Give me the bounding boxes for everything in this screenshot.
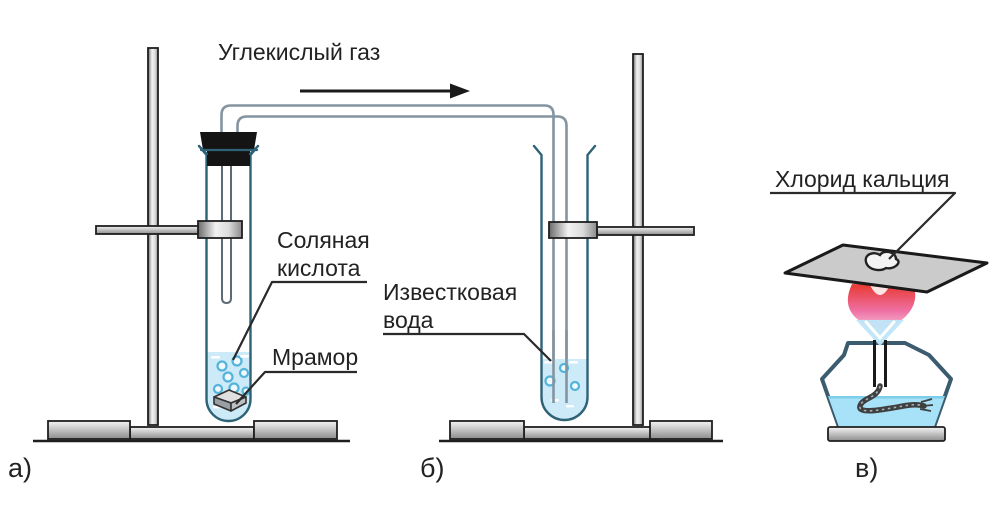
limewater-leader-line [383, 332, 552, 362]
acid-label-line1: Соляная [277, 227, 370, 253]
stand-a-rod [147, 47, 159, 426]
stand-a-clamp [95, 220, 243, 239]
delivery-tube-outer-wall [220, 104, 555, 403]
test-tube-b-group [532, 144, 597, 422]
gas-delivery-tube [220, 104, 568, 403]
flame-white-v [864, 320, 896, 341]
calcium-chloride-label: Хлорид кальция [775, 166, 950, 192]
stand-b-base-left-foot [449, 420, 525, 440]
part-b-label: б) [420, 453, 444, 483]
test-tube-b [532, 144, 597, 422]
flame [847, 284, 916, 346]
flame-body [847, 284, 916, 343]
wick-frayed-end [919, 398, 934, 412]
limewater-label-line1: Известковая [383, 279, 517, 305]
stand-b-base [439, 420, 723, 443]
acid-label-line2: кислота [277, 255, 361, 281]
part-a-label: а) [8, 453, 32, 483]
delivery-tube-in-liquid [552, 330, 568, 403]
stand-b-clamp-holder [548, 221, 598, 239]
lamp-wick-texture [859, 385, 925, 412]
inner-glass-tube [221, 166, 232, 305]
acid-leader-line [232, 280, 367, 361]
stand-a-base-left-foot [47, 420, 131, 440]
stand-b-clamp [548, 221, 695, 239]
calcium-chloride-leader-line [770, 191, 957, 260]
stand-b-rod [632, 53, 644, 426]
stand-a-base-right-foot [253, 420, 338, 440]
stand-a-clamp-arm [95, 225, 201, 235]
delivery-tube-inner-wall [236, 115, 568, 403]
stand-a-base-plate [129, 426, 255, 440]
rubber-stopper [197, 132, 260, 166]
stand-b-base-right-foot [649, 420, 713, 440]
test-tube-a-group [197, 132, 260, 423]
stand-a-base [33, 420, 350, 443]
wick-tube [873, 340, 887, 387]
part-v-label: в) [855, 453, 878, 483]
gas-label: Углекислый газ [218, 39, 380, 65]
stand-b-clamp-arm [596, 226, 695, 236]
marble-leader-line [235, 370, 357, 405]
stand-b-base-plate [523, 426, 659, 440]
marble-piece [213, 389, 247, 412]
limewater-label-line2: вода [383, 307, 434, 333]
gas-flow-arrow [300, 83, 470, 99]
marble-label: Мрамор [272, 344, 358, 370]
lamp-base [827, 426, 946, 442]
stand-a-clamp-holder [197, 220, 243, 239]
test-tube-a [197, 144, 260, 423]
